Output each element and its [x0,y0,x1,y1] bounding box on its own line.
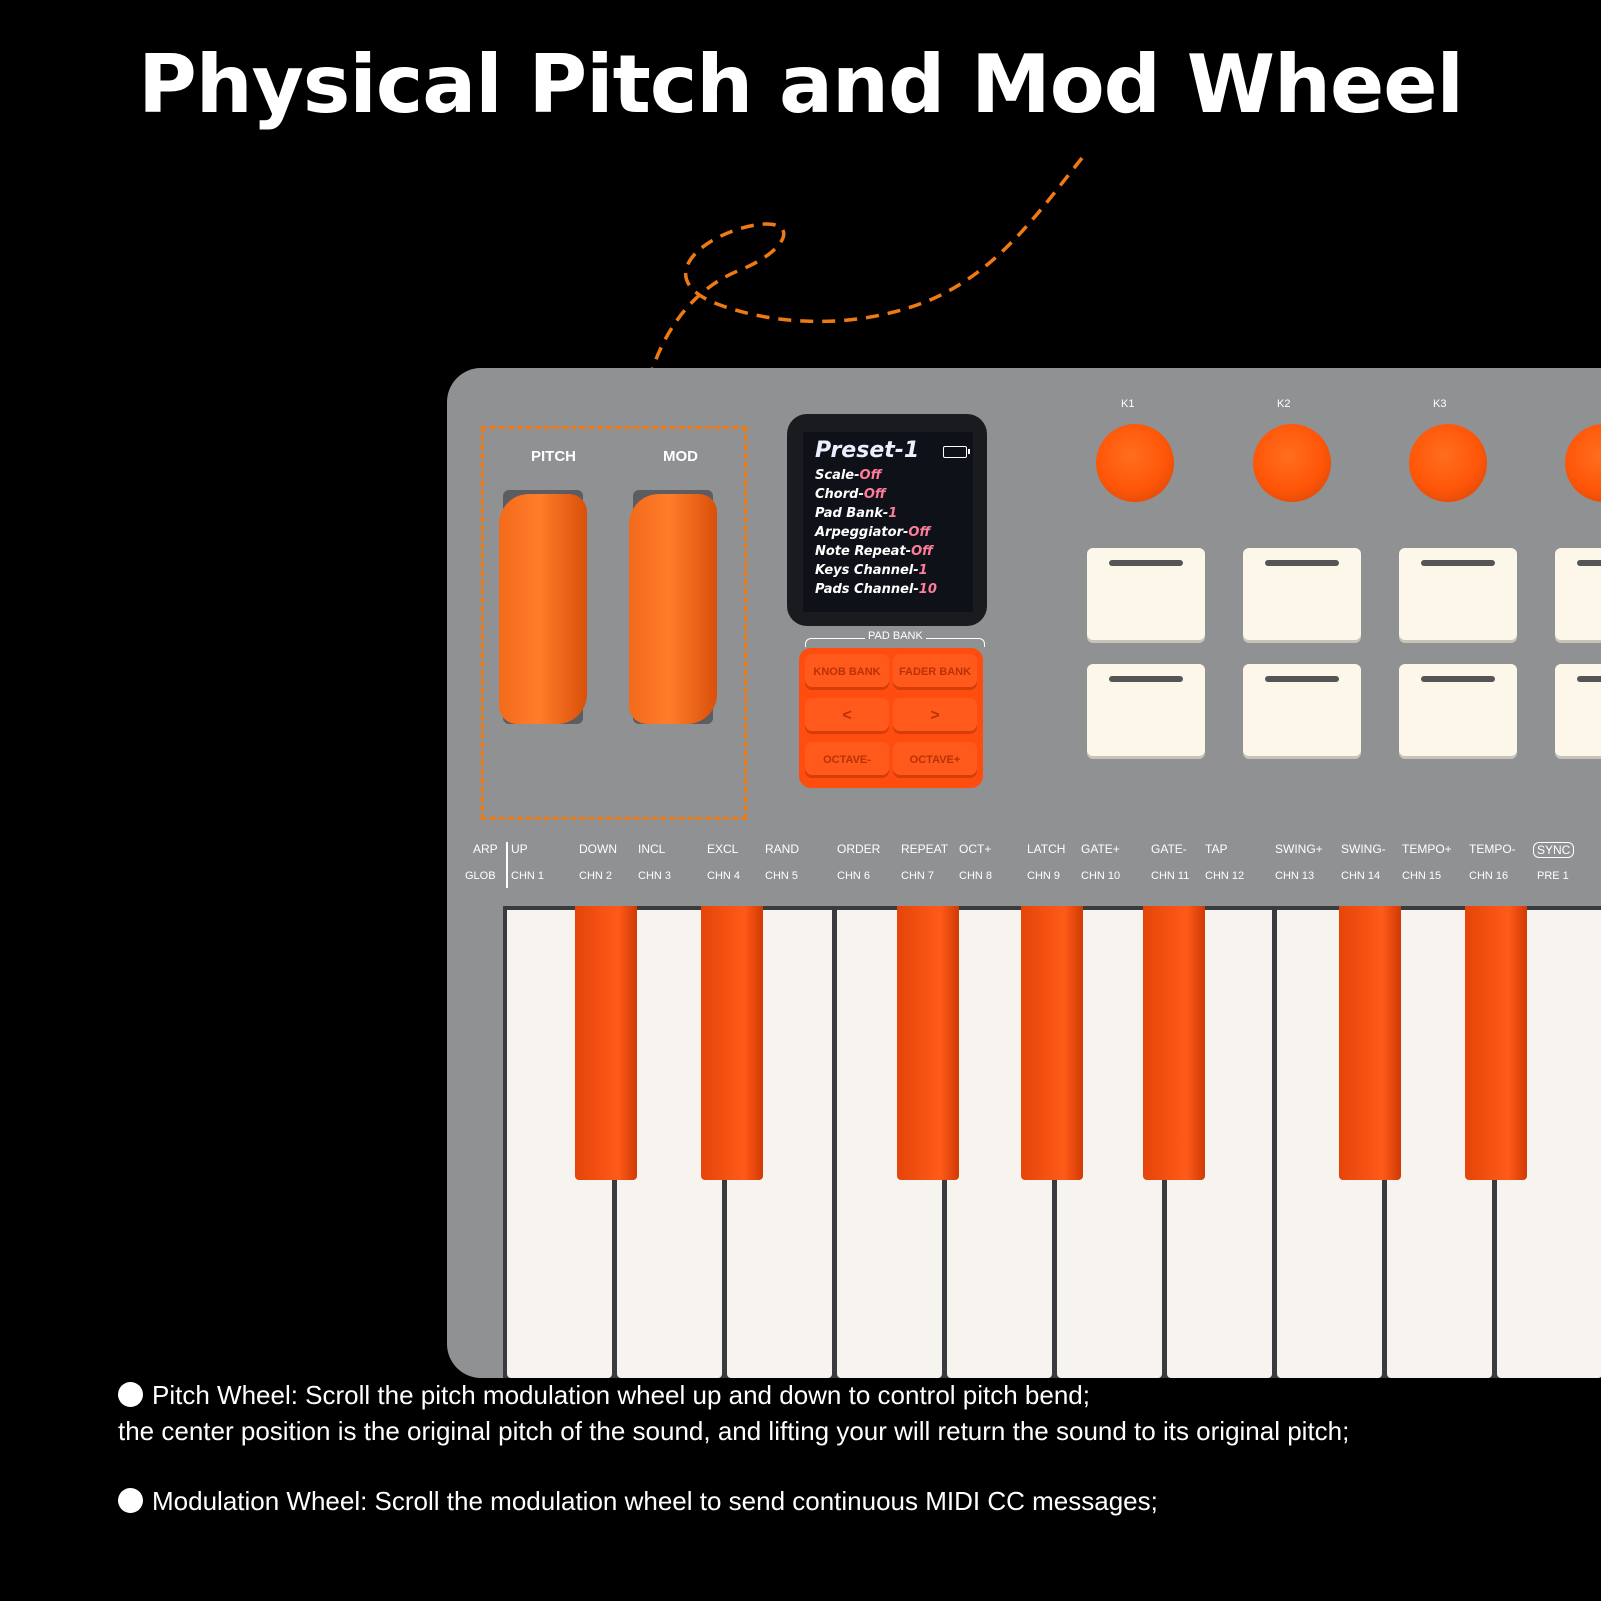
screen-line-arpeggiator: Arpeggiator-Off [815,525,931,540]
pitch-wheel[interactable] [499,494,587,724]
black-key[interactable] [1143,906,1205,1180]
fn-label-bottom: CHN 1 [511,870,545,882]
drum-pad[interactable] [1243,664,1361,756]
fn-label-bottom: CHN 3 [638,870,672,882]
bullet-icon [118,1382,143,1407]
fn-label-top: INCL [638,842,666,856]
knob-label-k1: K1 [1121,398,1135,410]
pitch-wheel-note: Pitch Wheel: Scroll the pitch modulation… [118,1380,1090,1411]
sync-label: SYNC [1533,842,1575,858]
fn-label-bottom: PRE 1 [1537,870,1569,882]
fn-label-bottom: CHN 11 [1151,870,1190,882]
knob-k3[interactable] [1409,424,1487,502]
pitch-note-line1: Pitch Wheel: Scroll the pitch modulation… [152,1380,1090,1410]
fn-label-bottom: CHN 9 [1027,870,1061,882]
fn-label-bottom: CHN 15 [1402,870,1442,882]
fn-label-top: REPEAT [901,842,949,856]
knob-k2[interactable] [1253,424,1331,502]
fn-label-bottom: CHN 8 [959,870,993,882]
pitch-label: PITCH [531,448,576,465]
fn-label-top: GATE- [1151,842,1187,856]
fn-label-bottom: GLOB [465,870,496,882]
drum-pad[interactable] [1087,664,1205,756]
pitch-note-line2: the center position is the original pitc… [118,1416,1350,1446]
battery-icon [943,446,970,458]
screen-line-note-repeat: Note Repeat-Off [815,544,933,559]
fn-label-bottom: CHN 6 [837,870,871,882]
fn-label-top: LATCH [1027,842,1066,856]
mod-wheel[interactable] [629,494,717,724]
octave-up-button[interactable]: OCTAVE+ [893,742,977,778]
fn-label-bottom: CHN 2 [579,870,613,882]
fn-label-top: SWING+ [1275,842,1323,856]
screen-line-pad-bank: Pad Bank-1 [815,506,898,521]
fn-label-bottom: CHN 4 [707,870,741,882]
bullet-icon [118,1488,143,1513]
drum-pad[interactable] [1399,548,1517,640]
mod-label: MOD [663,448,698,465]
fn-label-top: TEMPO+ [1402,842,1452,856]
mod-note-line: Modulation Wheel: Scroll the modulation … [152,1486,1158,1516]
fader-bank-button[interactable]: FADER BANK [893,654,977,690]
screen-line-keys-channel: Keys Channel-1 [815,563,928,578]
fn-label-top: OCT+ [959,842,992,856]
fn-label-bottom: CHN 7 [901,870,935,882]
fn-label-bottom: CHN 13 [1275,870,1315,882]
mod-wheel-note: Modulation Wheel: Scroll the modulation … [118,1486,1158,1517]
knob-k4[interactable] [1565,424,1601,502]
next-button[interactable]: > [893,698,977,734]
keybed [503,906,1601,1378]
drum-pad[interactable] [1399,664,1517,756]
fn-label-top: TEMPO- [1469,842,1516,856]
fn-label-top: ORDER [837,842,881,856]
prev-button[interactable]: < [805,698,889,734]
fn-label-bottom: CHN 12 [1205,870,1245,882]
fn-label-top: SWING- [1341,842,1386,856]
fn-label-top: RAND [765,842,800,856]
knob-label-k3: K3 [1433,398,1447,410]
fn-label-bottom: CHN 16 [1469,870,1509,882]
knob-label-k2: K2 [1277,398,1291,410]
fn-label-top: GATE+ [1081,842,1120,856]
fn-label-top: UP [511,842,528,856]
drum-pad[interactable] [1087,548,1205,640]
oled-screen: Preset-1 Scale-Off Chord-Off Pad Bank-1 … [787,414,987,626]
knob-bank-button[interactable]: KNOB BANK [805,654,889,690]
fn-label-bottom: CHN 5 [765,870,799,882]
fn-label-top: TAP [1205,842,1228,856]
fn-label-top: EXCL [707,842,739,856]
screen-line-chord: Chord-Off [815,487,886,502]
pad-bank-button-group: KNOB BANK FADER BANK < > OCTAVE- OCTAVE+ [799,648,983,788]
screen-display: Preset-1 Scale-Off Chord-Off Pad Bank-1 … [803,432,973,612]
black-key[interactable] [701,906,763,1180]
black-key[interactable] [897,906,959,1180]
black-key[interactable] [1339,906,1401,1180]
midi-controller: PITCH MOD Preset-1 Scale-Off Chord-Off P… [447,368,1601,1378]
drum-pad[interactable] [1243,548,1361,640]
knob-k1[interactable] [1096,424,1174,502]
headline: Physical Pitch and Mod Wheel [138,38,1464,131]
octave-down-button[interactable]: OCTAVE- [805,742,889,778]
drum-pad[interactable] [1555,664,1601,756]
pad-bank-label: PAD BANK [865,630,926,642]
black-key[interactable] [1465,906,1527,1180]
fn-label-bottom: CHN 10 [1081,870,1121,882]
screen-line-pads-channel: Pads Channel-10 [815,582,937,597]
screen-preset: Preset-1 [815,438,920,463]
black-key[interactable] [1021,906,1083,1180]
black-key[interactable] [575,906,637,1180]
drum-pad[interactable] [1555,548,1601,640]
screen-line-scale: Scale-Off [815,468,882,483]
fn-label-top: ARP [473,842,498,856]
wheel-highlight-box [481,426,747,820]
fn-label-top: DOWN [579,842,617,856]
fn-label-bottom: CHN 14 [1341,870,1381,882]
